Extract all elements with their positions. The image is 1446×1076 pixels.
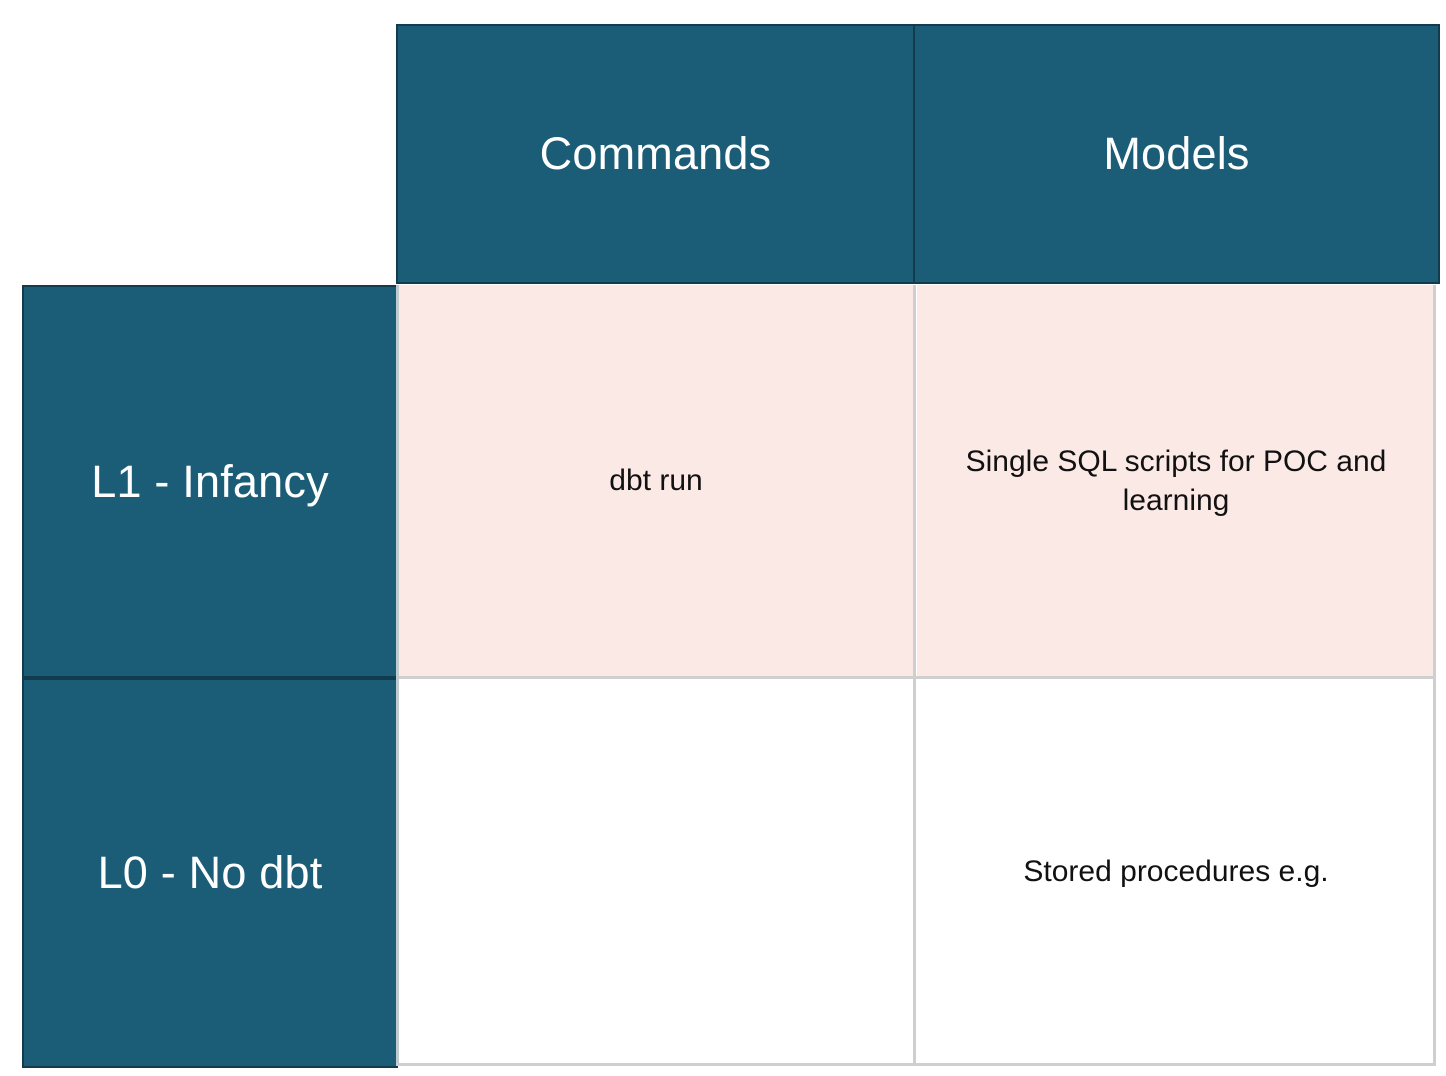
- cell-l0-models-text: Stored procedures e.g.: [1023, 855, 1329, 888]
- cell-l1-commands: dbt run: [398, 285, 914, 676]
- cell-l1-models: Single SQL scripts for POC and learning: [917, 285, 1435, 676]
- column-header-models: Models: [913, 24, 1440, 284]
- gridline-table-left: [396, 285, 399, 1063]
- gridline-table-right: [1433, 285, 1436, 1063]
- cell-l0-commands: [398, 679, 914, 1064]
- gridline-table-bottom: [396, 1063, 1436, 1066]
- cell-l1-models-text: Single SQL scripts for POC and learning: [965, 444, 1387, 517]
- row-header-l0-no-dbt: L0 - No dbt: [22, 678, 398, 1068]
- row-header-l0-no-dbt-label: L0 - No dbt: [97, 847, 323, 899]
- row-header-l1-infancy: L1 - Infancy: [22, 285, 398, 678]
- cell-l0-models: Stored procedures e.g.: [917, 679, 1435, 1064]
- gridline-column-separator: [913, 285, 916, 1063]
- column-header-commands: Commands: [396, 24, 915, 284]
- column-header-models-label: Models: [1103, 128, 1250, 180]
- column-header-commands-label: Commands: [539, 128, 772, 180]
- cell-l1-commands-text: dbt run: [609, 464, 703, 497]
- row-header-l1-infancy-label: L1 - Infancy: [91, 455, 329, 507]
- gridline-row-separator: [396, 676, 1436, 679]
